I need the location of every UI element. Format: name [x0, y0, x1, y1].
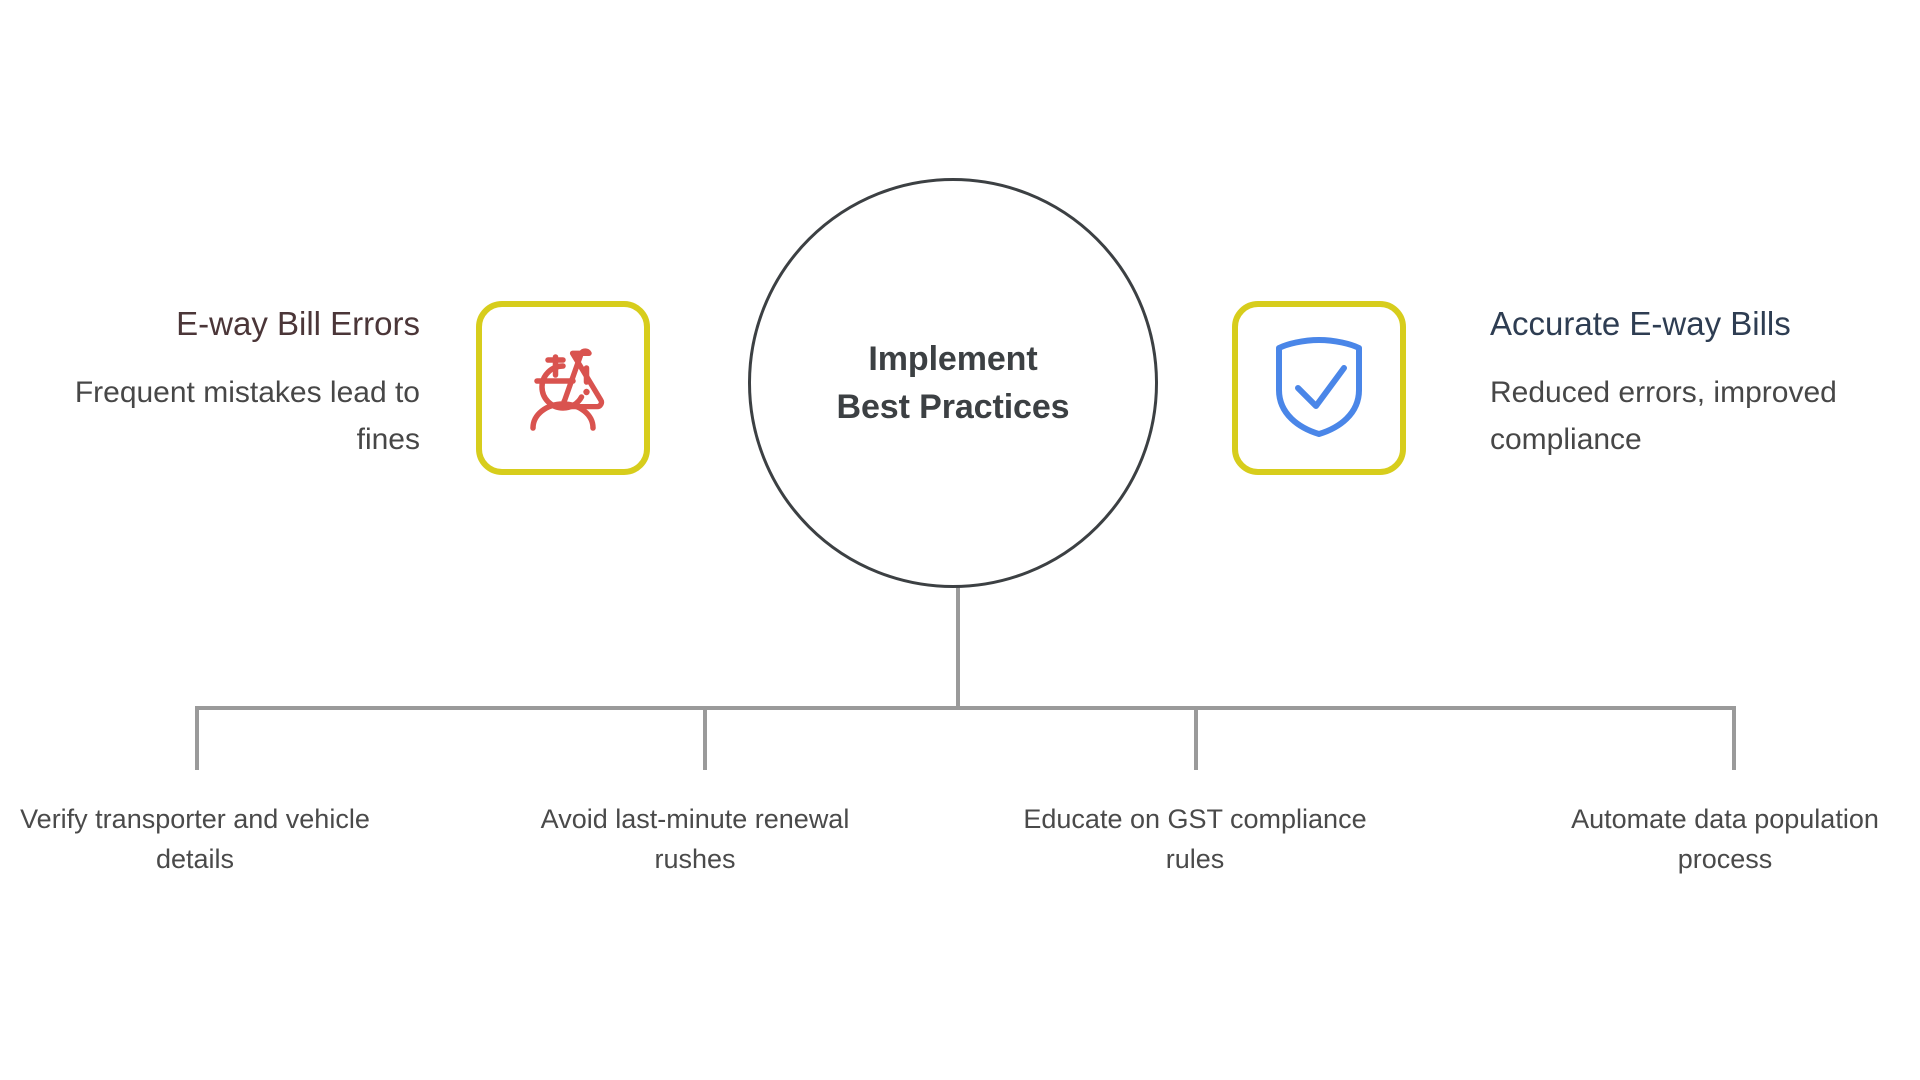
branch-label-2: Avoid last-minute renewal rushes: [540, 804, 850, 874]
horizontal-bus-connector: [195, 706, 1736, 710]
branch-label-3: Educate on GST compliance rules: [1023, 804, 1367, 874]
person-currency-warning-icon: [507, 330, 619, 447]
left-icon-tile: [476, 301, 650, 475]
branch-drop-connector-1: [195, 706, 199, 770]
left-panel-heading: E-way Bill Errors: [176, 305, 420, 342]
right-icon-tile: [1232, 301, 1406, 475]
branch-label-1: Verify transporter and vehicle details: [20, 804, 370, 874]
right-panel: Accurate E-way Bills Reduced errors, imp…: [1490, 300, 1890, 463]
branch-drop-connector-4: [1732, 706, 1736, 770]
left-panel: E-way Bill Errors Frequent mistakes lead…: [30, 300, 420, 463]
branch-drop-connector-3: [1194, 706, 1198, 770]
hub-label: Implement Best Practices: [836, 339, 1070, 426]
central-hub: Implement Best Practices: [748, 178, 1158, 588]
branch-label-4: Automate data population process: [1571, 804, 1879, 874]
right-panel-body: Reduced errors, improved compliance: [1490, 375, 1837, 456]
hub-stem-connector: [956, 586, 960, 710]
branch-drop-connector-2: [703, 706, 707, 770]
shield-check-icon: [1265, 330, 1373, 447]
left-panel-body: Frequent mistakes lead to fines: [74, 375, 420, 456]
right-panel-heading: Accurate E-way Bills: [1490, 305, 1791, 342]
